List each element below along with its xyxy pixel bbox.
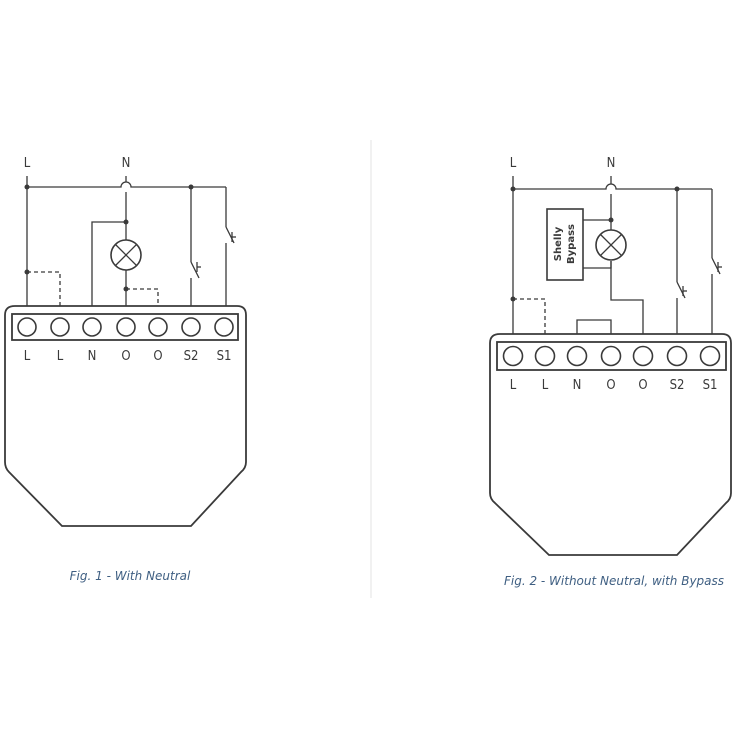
terminal-icon xyxy=(666,345,688,367)
terminal-icon xyxy=(566,345,588,367)
terminal-label: O xyxy=(153,349,162,364)
bypass-label-line1: Shelly xyxy=(553,226,564,261)
device-body xyxy=(4,305,247,527)
terminal-label: L xyxy=(510,378,517,393)
terminals xyxy=(502,345,721,367)
terminal-icon xyxy=(82,317,102,337)
terminal-label: S1 xyxy=(703,378,718,393)
terminal-icon xyxy=(502,345,524,367)
supply-label-n: N xyxy=(607,156,616,171)
supply-label-l: L xyxy=(24,156,31,171)
terminal-icon xyxy=(50,317,70,337)
terminal-icon xyxy=(699,345,721,367)
terminal-label: L xyxy=(542,378,549,393)
terminal-label: O xyxy=(638,378,647,393)
terminal-icon xyxy=(214,317,234,337)
terminal-label: N xyxy=(88,349,97,364)
bypass-module-icon: Shelly Bypass xyxy=(546,208,584,281)
terminal-label: N xyxy=(573,378,582,393)
terminal-label: S2 xyxy=(184,349,199,364)
bypass-label-line2: Bypass xyxy=(566,224,577,264)
terminal-label: O xyxy=(121,349,130,364)
supply-label-n: N xyxy=(122,156,131,171)
figure-caption: Fig. 2 - Without Neutral, with Bypass xyxy=(504,574,724,588)
terminal-icon xyxy=(116,317,136,337)
figure-1: L N xyxy=(4,156,247,583)
terminals xyxy=(17,317,234,337)
figure-2: L N xyxy=(489,156,732,588)
terminal-icon xyxy=(17,317,37,337)
supply-label-l: L xyxy=(510,156,517,171)
lamp-icon xyxy=(595,229,627,261)
terminal-label: S1 xyxy=(217,349,232,364)
terminal-icon xyxy=(632,345,654,367)
lamp-icon xyxy=(110,239,142,271)
terminal-label: O xyxy=(606,378,615,393)
terminal-icon xyxy=(600,345,622,367)
terminal-icon xyxy=(534,345,556,367)
device-body xyxy=(489,333,732,556)
wires xyxy=(512,176,722,346)
terminal-icon xyxy=(148,317,168,337)
terminal-label: L xyxy=(57,349,64,364)
figure-caption: Fig. 1 - With Neutral xyxy=(70,569,191,583)
terminal-label: L xyxy=(24,349,31,364)
terminal-label: S2 xyxy=(670,378,685,393)
terminal-icon xyxy=(181,317,201,337)
